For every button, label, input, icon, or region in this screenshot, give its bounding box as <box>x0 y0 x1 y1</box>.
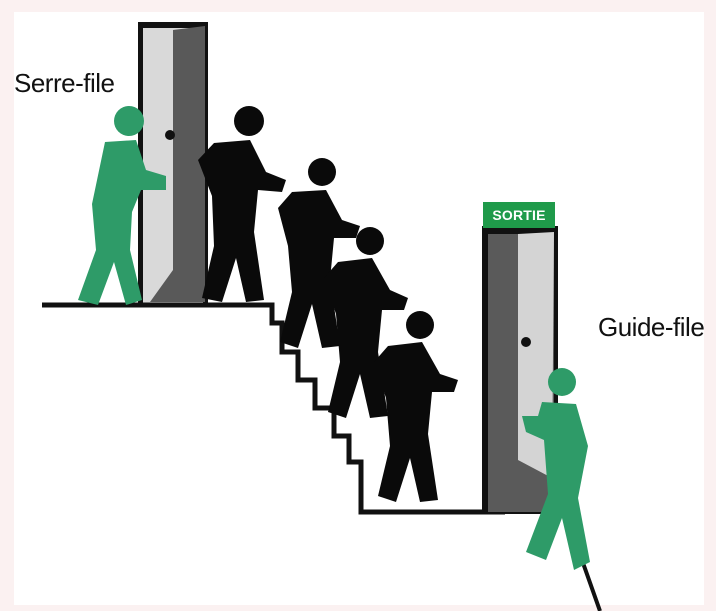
evacuee-4 <box>374 311 458 502</box>
upper-door <box>138 22 208 304</box>
exit-door-knob <box>521 337 531 347</box>
serre-file-label: Serre-file <box>14 68 114 99</box>
staircase <box>42 305 505 512</box>
evacuee-1 <box>198 106 286 302</box>
guide-file-label: Guide-file <box>598 312 704 343</box>
exit-sign: SORTIE <box>483 202 555 228</box>
upper-door-knob <box>165 130 175 140</box>
